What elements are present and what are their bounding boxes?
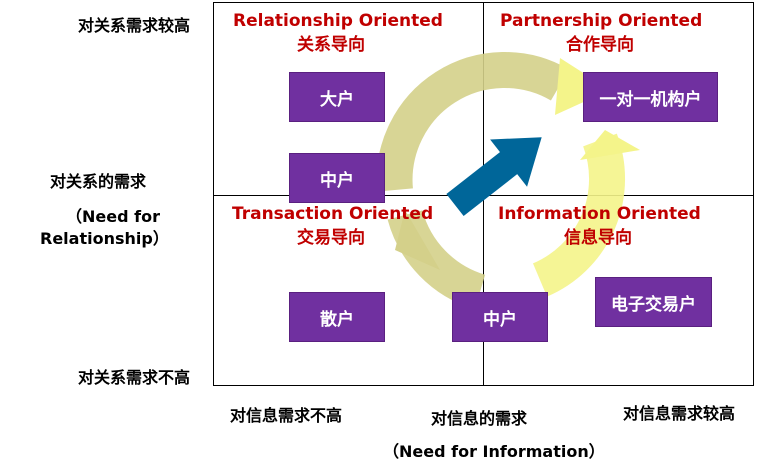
quadrant-top-left-title: Relationship Oriented 关系导向 (233, 9, 443, 57)
y-axis-bottom-label: 对关系需求不高 (78, 368, 191, 387)
x-axis-right-label: 对信息需求较高 (623, 404, 736, 423)
box-large-client: 大户 (289, 72, 385, 122)
x-axis-left-label: 对信息需求不高 (230, 406, 343, 425)
title-cn: 合作导向 (566, 35, 634, 55)
center-arrow (446, 137, 542, 217)
cycle-arrowhead-top (555, 58, 610, 115)
quadrant-bottom-left-title: Transaction Oriented 交易导向 (232, 202, 434, 250)
cycle-arrowhead-right (580, 130, 640, 160)
x-axis-title: 对信息的需求 (431, 409, 528, 428)
cycle-arrow-right (532, 133, 626, 297)
title-en: Information Oriented (498, 204, 701, 224)
x-axis-title-en: （Need for Information） (383, 442, 605, 461)
cycle-arrow-top (376, 52, 570, 192)
quadrant-top-right-title: Partnership Oriented 合作导向 (500, 9, 703, 57)
title-en: Transaction Oriented (232, 204, 434, 224)
box-one-to-one-institution: 一对一机构户 (583, 72, 718, 122)
quadrant-bottom-right-title: Information Oriented 信息导向 (498, 202, 701, 250)
title-cn: 交易导向 (297, 228, 365, 248)
title-cn: 关系导向 (297, 35, 365, 55)
title-cn: 信息导向 (564, 228, 632, 248)
y-axis-top-label: 对关系需求较高 (78, 16, 191, 35)
y-axis-title-en-2: Relationship） (40, 229, 169, 248)
cycle-arrowhead-bottom (395, 210, 440, 270)
box-retail-client: 散户 (289, 292, 385, 342)
title-en: Relationship Oriented (233, 11, 443, 31)
box-medium-client-top: 中户 (289, 153, 385, 203)
y-axis-title: 对关系的需求 (50, 172, 147, 191)
box-medium-client-bottom: 中户 (452, 292, 548, 342)
box-electronic-trading: 电子交易户 (595, 277, 712, 327)
title-en: Partnership Oriented (500, 11, 703, 31)
y-axis-title-en-1: （Need for (66, 207, 160, 226)
